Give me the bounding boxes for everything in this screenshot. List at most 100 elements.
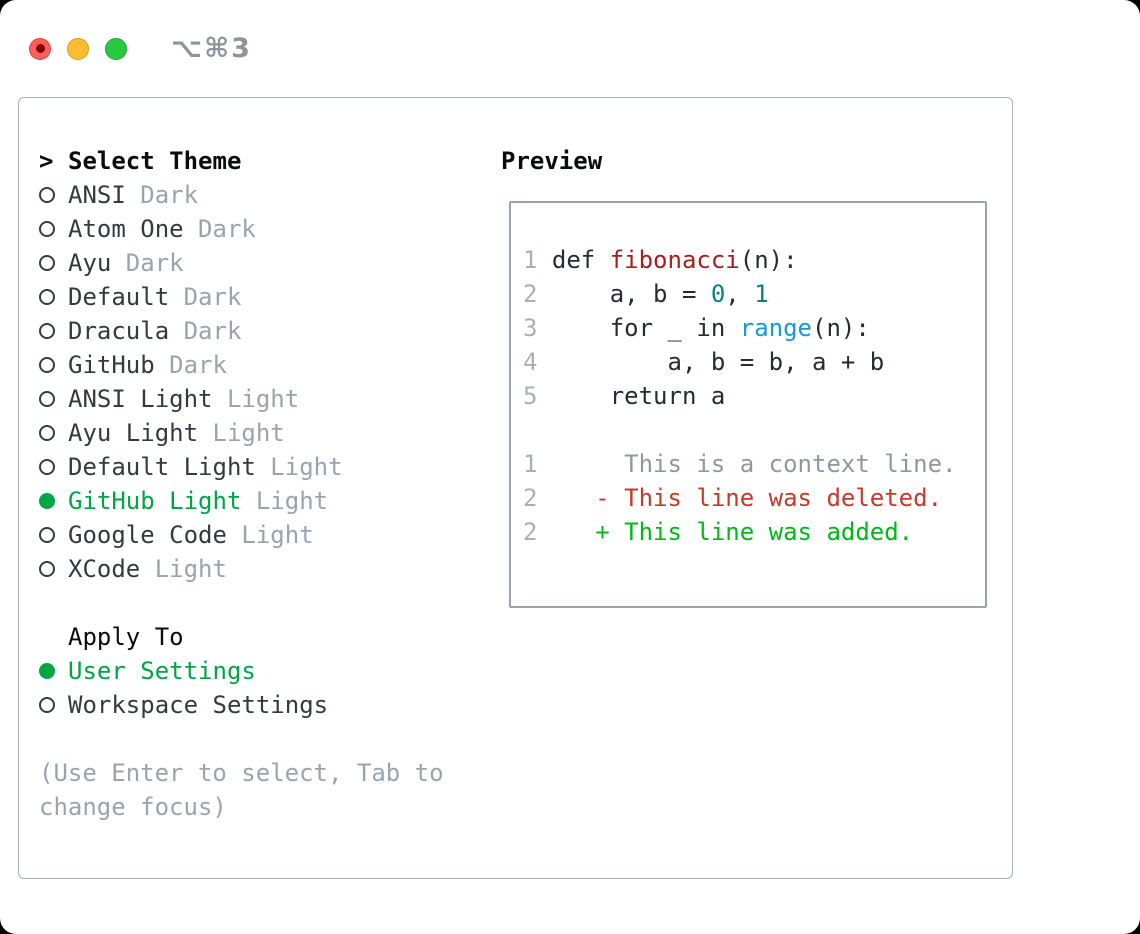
theme-option-label: Default <box>68 283 170 311</box>
theme-variant-label: Dark <box>154 351 227 379</box>
code-token: 0 <box>710 280 726 308</box>
line-number: 2 <box>523 280 538 308</box>
line-number: 2 <box>523 484 538 512</box>
line-number: 2 <box>523 518 538 546</box>
theme-variant-label: Light <box>241 487 329 515</box>
theme-variant-label: Dark <box>111 249 184 277</box>
close-button[interactable] <box>29 37 51 60</box>
theme-option-label: ANSI Light <box>68 385 213 413</box>
code-line: 1 def fibonacci(n): <box>523 243 985 277</box>
theme-variant-label: Light <box>255 453 343 481</box>
radio-unselected-icon <box>39 289 55 305</box>
theme-option-ansi[interactable]: ANSI Dark <box>39 178 501 212</box>
theme-option-atom-one[interactable]: Atom One Dark <box>39 212 501 246</box>
hint-text: (Use Enter to select, Tab to change focu… <box>39 759 444 821</box>
code-token: for _ in <box>537 314 740 342</box>
radio-gutter <box>39 484 68 518</box>
radio-unselected-icon <box>39 221 55 237</box>
preview-column: Preview 1 def fibonacci(n):2 a, b = 0, 1… <box>501 144 1012 878</box>
theme-option-default-light[interactable]: Default Light Light <box>39 450 501 484</box>
theme-option-dracula[interactable]: Dracula Dark <box>39 314 501 348</box>
minimize-button[interactable] <box>67 37 89 60</box>
theme-option-ayu[interactable]: Ayu Dark <box>39 246 501 280</box>
close-button-dot <box>35 44 45 53</box>
radio-gutter <box>39 280 68 314</box>
theme-option-label: GitHub <box>68 351 155 379</box>
radio-gutter <box>39 654 68 688</box>
radio-unselected-icon <box>39 527 55 543</box>
theme-option-label: Default Light <box>68 453 256 481</box>
radio-gutter <box>39 416 68 450</box>
radio-unselected-icon <box>39 561 55 577</box>
theme-option-label: Atom One <box>68 215 184 243</box>
radio-gutter <box>39 246 68 280</box>
radio-gutter <box>39 348 68 382</box>
theme-option-label: XCode <box>68 555 141 583</box>
maximize-button[interactable] <box>105 37 127 60</box>
spacer <box>39 586 501 620</box>
theme-option-xcode[interactable]: XCode Light <box>39 552 501 586</box>
line-number: 1 <box>523 450 538 478</box>
theme-option-github[interactable]: GitHub Dark <box>39 348 501 382</box>
theme-variant-label: Dark <box>169 317 242 345</box>
code-line: 3 for _ in range(n): <box>523 311 985 345</box>
line-number: 3 <box>523 314 538 342</box>
apply-option-label: Workspace Settings <box>68 691 329 719</box>
radio-gutter <box>39 552 68 586</box>
radio-unselected-icon <box>39 391 55 407</box>
radio-gutter <box>39 178 68 212</box>
theme-option-label: GitHub Light <box>68 487 242 515</box>
theme-option-github-light[interactable]: GitHub Light Light <box>39 484 501 518</box>
theme-option-default[interactable]: Default Dark <box>39 280 501 314</box>
radio-unselected-icon <box>39 187 55 203</box>
radio-gutter <box>39 518 68 552</box>
prompt-caret: > <box>39 147 54 175</box>
theme-option-label: Ayu <box>68 249 112 277</box>
window-titlebar: ⌥⌘3 <box>0 0 1140 97</box>
radio-unselected-icon <box>39 357 55 373</box>
code-line: 2 - This line was deleted. <box>523 481 985 515</box>
theme-variant-label: Dark <box>183 215 256 243</box>
code-token: range <box>739 314 812 342</box>
code-token: return a <box>537 382 726 410</box>
select-theme-header: >Select Theme <box>39 144 501 178</box>
radio-gutter <box>39 450 68 484</box>
line-number: 1 <box>523 246 538 274</box>
theme-variant-label: Light <box>226 521 314 549</box>
theme-option-google-code[interactable]: Google Code Light <box>39 518 501 552</box>
code-token: 1 <box>754 280 769 308</box>
theme-option-ayu-light[interactable]: Ayu Light Light <box>39 416 501 450</box>
apply-option-workspace-settings[interactable]: Workspace Settings <box>39 688 501 722</box>
radio-selected-icon <box>39 493 55 509</box>
radio-unselected-icon <box>39 459 55 475</box>
line-number: 4 <box>523 348 538 376</box>
code-token: - This line was deleted. <box>537 484 943 512</box>
code-token: This is a context line. <box>537 450 957 478</box>
theme-option-label: Ayu Light <box>68 419 199 447</box>
code-token: def <box>537 246 610 274</box>
theme-variant-label: Dark <box>169 283 242 311</box>
theme-variant-label: Light <box>198 419 285 447</box>
code-token: a, b = <box>537 280 711 308</box>
radio-gutter <box>39 382 68 416</box>
theme-variant-label: Light <box>212 385 300 413</box>
theme-option-label: Dracula <box>68 317 170 345</box>
line-number: 5 <box>523 382 538 410</box>
code-line: 2 a, b = 0, 1 <box>523 277 985 311</box>
radio-unselected-icon <box>39 323 55 339</box>
apply-option-user-settings[interactable]: User Settings <box>39 654 501 688</box>
radio-unselected-icon <box>39 425 55 441</box>
radio-selected-icon <box>39 663 55 679</box>
theme-option-ansi-light[interactable]: ANSI Light Light <box>39 382 501 416</box>
theme-variant-label: Dark <box>125 181 199 209</box>
theme-option-label: Google Code <box>68 521 227 549</box>
radio-gutter <box>39 314 68 348</box>
code-line: 4 a, b = b, a + b <box>523 345 985 379</box>
theme-option-label: ANSI <box>68 181 126 209</box>
